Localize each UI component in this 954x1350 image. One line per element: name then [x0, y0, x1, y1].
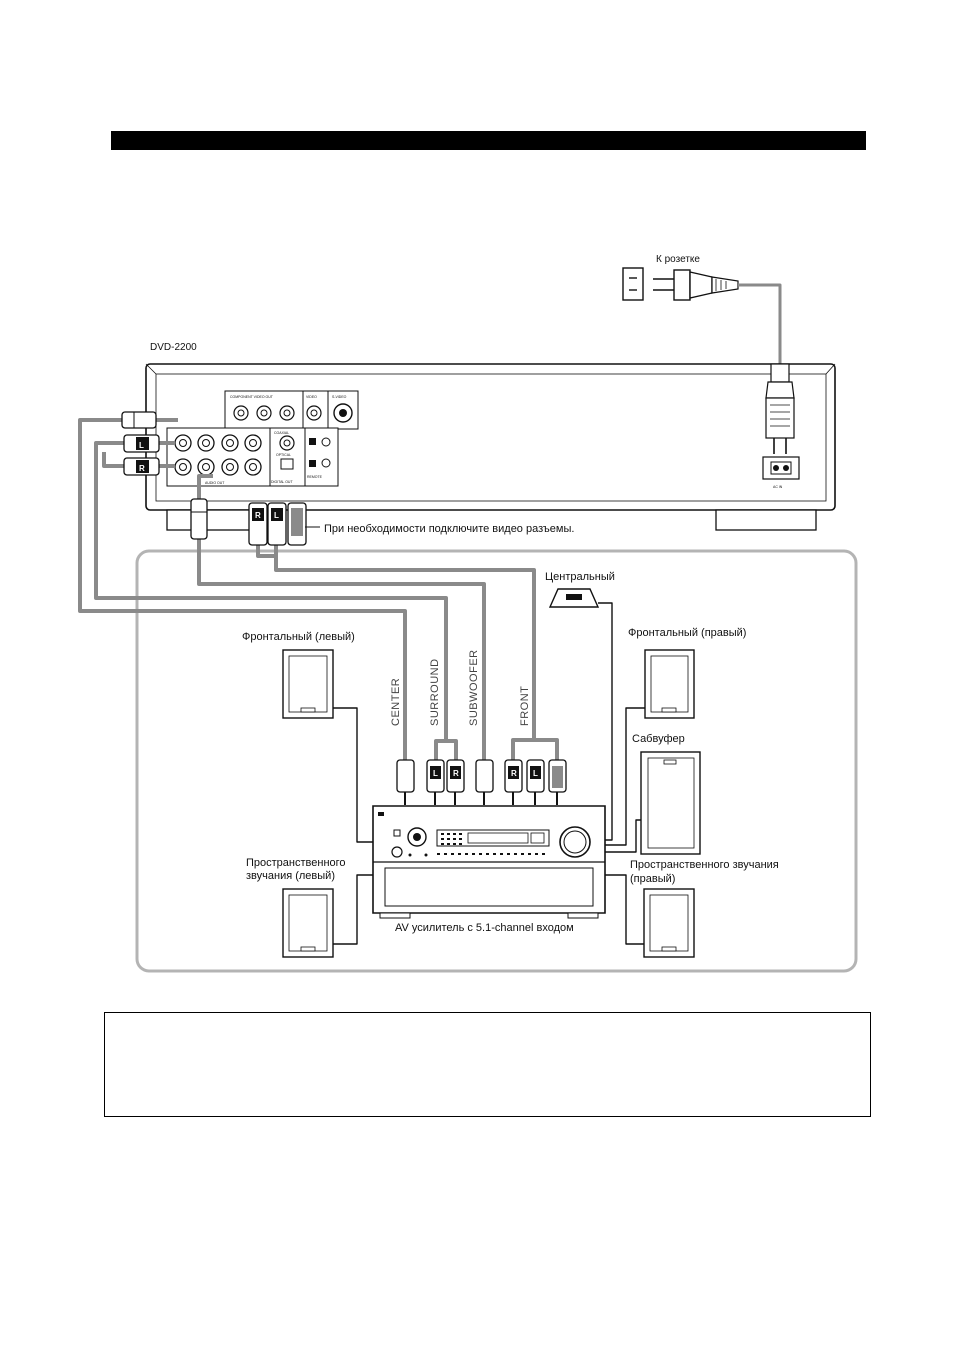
wall-outlet: [622, 267, 644, 301]
svg-text:VIDEO: VIDEO: [306, 395, 317, 399]
outlet-label: К розетке: [656, 254, 700, 265]
player-side-plugs: [121, 411, 307, 546]
dvd-player: COMPONENT VIDEO OUT VIDEO S-VIDEO AUDIO …: [145, 363, 836, 531]
player-model-label: DVD-2200: [150, 342, 197, 353]
plug-letter-l: L: [433, 769, 438, 778]
header-bar: [111, 131, 866, 150]
svg-text:S-VIDEO: S-VIDEO: [332, 395, 347, 399]
center-speaker: [548, 588, 600, 608]
surround-right-speaker: [643, 888, 695, 958]
amplifier-side-plugs: [396, 759, 567, 805]
speaker-wires: [333, 602, 645, 945]
svg-text:COMPONENT VIDEO OUT: COMPONENT VIDEO OUT: [230, 395, 274, 399]
plug-letter-r: R: [453, 769, 459, 778]
svg-text:COAXIAL: COAXIAL: [274, 431, 289, 435]
player-plug-letters: L R R L: [139, 441, 279, 520]
svg-text:AUDIO OUT: AUDIO OUT: [205, 481, 225, 485]
cable-label-subwoofer: SUBWOOFER: [468, 649, 480, 726]
video-note: При необходимости подключите видео разъе…: [324, 523, 574, 535]
cable-label-front: FRONT: [519, 686, 531, 726]
surround-left-label-2: звучания (левый): [246, 870, 335, 882]
center-speaker-label: Центральный: [545, 571, 615, 583]
plug-letter-l: L: [139, 441, 144, 450]
ac-in-label: AC IN: [773, 485, 783, 489]
plug-letter-r: R: [511, 769, 517, 778]
amplifier-plug-letters: L R R L: [433, 769, 538, 778]
surround-right-label-1: Пространственного звучания: [630, 859, 779, 871]
plug-letter-r: R: [255, 511, 261, 520]
subwoofer-speaker: [640, 751, 701, 855]
av-amplifier: [372, 805, 606, 919]
front-right-speaker: [644, 649, 695, 719]
room-outline: [135, 549, 858, 973]
plug-letter-r: R: [139, 464, 145, 473]
amplifier-label: AV усилитель с 5.1-channel входом: [395, 922, 574, 934]
surround-right-label-2: (правый): [630, 873, 675, 885]
front-left-label: Фронтальный (левый): [242, 631, 355, 643]
audio-cables: [78, 418, 559, 760]
power-cord: [738, 283, 782, 365]
cable-label-surround: SURROUND: [429, 658, 441, 726]
surround-left-label-1: Пространственного: [246, 857, 346, 869]
front-right-label: Фронтальный (правый): [628, 627, 746, 639]
plug-letter-l: L: [274, 511, 279, 520]
svg-text:DIGITAL OUT: DIGITAL OUT: [271, 480, 293, 484]
power-plug: [653, 269, 739, 301]
svg-text:REMOTE: REMOTE: [307, 475, 323, 479]
subwoofer-label: Сабвуфер: [632, 733, 685, 745]
front-left-speaker: [282, 649, 334, 719]
note-box: [104, 1012, 871, 1117]
surround-left-speaker: [282, 888, 334, 958]
ac-connector: [765, 363, 795, 454]
cable-label-center: CENTER: [390, 678, 402, 726]
svg-text:OPTICAL: OPTICAL: [276, 453, 291, 457]
plug-letter-l: L: [533, 769, 538, 778]
